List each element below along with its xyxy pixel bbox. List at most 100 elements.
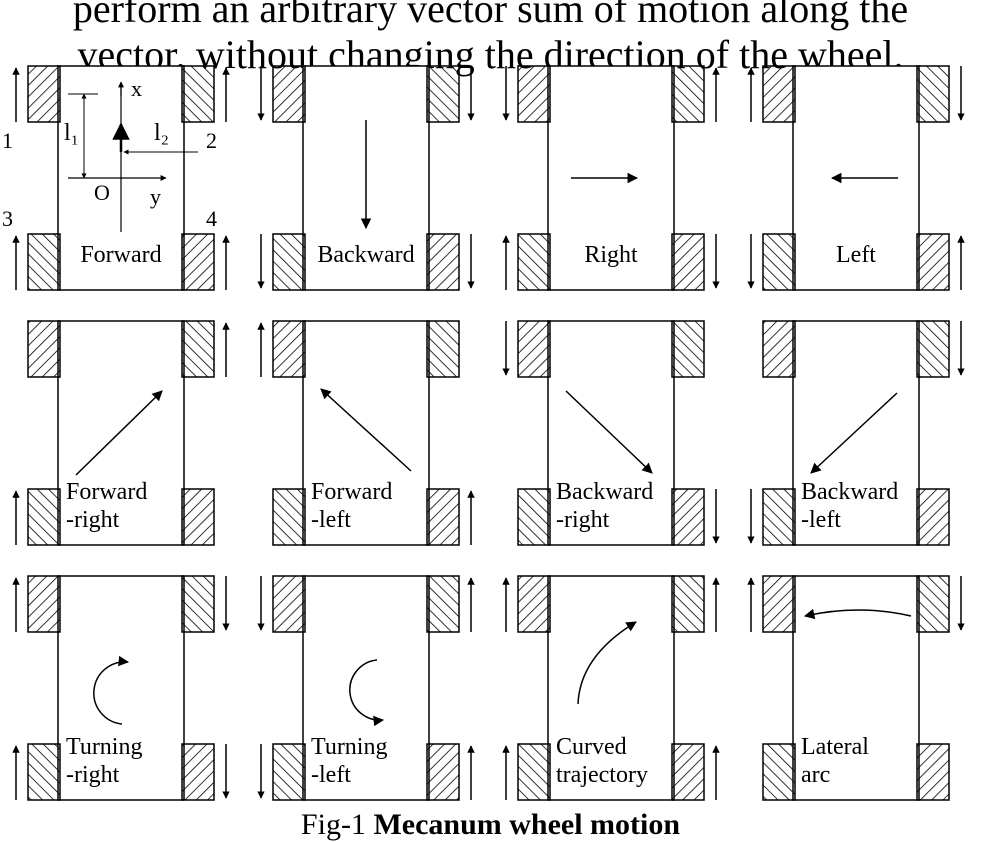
panel-label-line: -right	[66, 507, 120, 533]
wheel-rear-right	[181, 488, 215, 546]
wheel-front-left	[517, 320, 551, 378]
panel-label-line: -right	[66, 762, 120, 788]
panel-label-line: Backward	[317, 242, 414, 268]
wheel-front-right	[671, 575, 705, 633]
origin-label: O	[94, 180, 110, 205]
motion-panel: Forward-left	[257, 320, 475, 546]
wheel-front-right	[181, 575, 215, 633]
wheel-rear-right	[916, 233, 950, 291]
wheel-rear-right	[916, 488, 950, 546]
y-axis-label: y	[150, 184, 161, 209]
wheel-number-3: 3	[2, 206, 13, 231]
figure-caption: Fig-1 Mecanum wheel motion	[0, 808, 981, 842]
chassis-body	[792, 320, 920, 546]
wheel-number-1: 1	[2, 128, 13, 153]
wheel-front-left	[272, 320, 306, 378]
motion-arrow-forward-right	[75, 390, 163, 476]
wheel-number-4: 4	[206, 206, 217, 231]
wheel-rear-left	[762, 743, 796, 801]
chassis-body	[547, 575, 675, 801]
panel-label-line: Forward	[80, 242, 161, 268]
wheel-rear-right	[671, 233, 705, 291]
wheel-rear-left	[272, 743, 306, 801]
wheel-rear-left	[762, 233, 796, 291]
wheel-front-left	[762, 320, 796, 378]
wheel-front-right	[181, 320, 215, 378]
motion-panel: Backward-right	[502, 320, 720, 546]
wheel-rear-right	[181, 233, 215, 291]
wheel-front-left	[27, 65, 61, 123]
panel-label-line: arc	[801, 762, 830, 788]
panel-label-line: -left	[311, 762, 351, 788]
panel-label-line: Backward	[556, 479, 653, 505]
panel-label-line: -left	[311, 507, 351, 533]
wheel-front-right	[916, 575, 950, 633]
wheel-front-left	[517, 65, 551, 123]
panel-label-line: Left	[836, 242, 876, 268]
wheel-rear-left	[272, 488, 306, 546]
panel-label-line: Forward	[311, 479, 392, 505]
motion-panel: Left	[747, 65, 965, 291]
wheel-rear-right	[426, 488, 460, 546]
intro-text: perform an arbitrary vector sum of motio…	[0, 0, 981, 78]
panel-label-line: Turning	[311, 734, 387, 760]
panel-label-line: Backward	[801, 479, 898, 505]
wheel-rear-left	[517, 488, 551, 546]
motion-panel: Turning-right	[12, 575, 230, 801]
motion-arrow-backward-left	[810, 392, 898, 474]
chassis-body	[302, 320, 430, 546]
wheel-front-right	[671, 320, 705, 378]
wheel-front-right	[181, 65, 215, 123]
wheel-rear-left	[27, 233, 61, 291]
panel-label-line: Lateral	[801, 734, 869, 760]
wheel-rear-right	[426, 233, 460, 291]
l1-label: l₁	[64, 120, 79, 146]
wheel-rear-right	[426, 743, 460, 801]
wheel-front-left	[272, 575, 306, 633]
wheel-rear-left	[27, 743, 61, 801]
rotation-arrow-clockwise	[93, 655, 130, 725]
panel-label-line: Turning	[66, 734, 142, 760]
wheel-rear-left	[517, 743, 551, 801]
motion-panel: Right	[502, 65, 720, 291]
wheel-rear-left	[27, 488, 61, 546]
wheel-front-left	[27, 575, 61, 633]
panel-label-line: -left	[801, 507, 841, 533]
wheel-front-right	[426, 575, 460, 633]
wheel-front-right	[671, 65, 705, 123]
intro-line-1: perform an arbitrary vector sum of motio…	[72, 0, 909, 31]
wheel-rear-left	[517, 233, 551, 291]
wheel-front-right	[916, 320, 950, 378]
panel-label-line: trajectory	[556, 762, 648, 788]
chassis-body	[57, 320, 185, 546]
caption-title: Mecanum wheel motion	[373, 808, 681, 841]
motion-panel: Forward-right	[12, 320, 230, 546]
motion-panel: Backward	[257, 65, 475, 291]
wheel-front-left	[517, 575, 551, 633]
wheel-front-right	[426, 65, 460, 123]
wheel-front-left	[762, 65, 796, 123]
wheel-front-left	[27, 320, 61, 378]
wheel-rear-right	[671, 743, 705, 801]
wheel-front-right	[426, 320, 460, 378]
curved-trajectory-arrow	[577, 621, 637, 705]
wheel-front-right	[916, 65, 950, 123]
rotation-arrow-counterclockwise	[349, 659, 385, 727]
lateral-arc-arrow	[803, 608, 912, 620]
wheel-rear-left	[272, 233, 306, 291]
wheel-number-2: 2	[206, 128, 217, 153]
wheel-rear-left	[762, 488, 796, 546]
wheel-rear-right	[671, 488, 705, 546]
wheel-front-left	[272, 65, 306, 123]
wheel-rear-right	[181, 743, 215, 801]
motion-arrow-backward-right	[565, 390, 653, 474]
panel-label-line: -right	[556, 507, 610, 533]
chassis-body	[302, 575, 430, 801]
l2-label: l₂	[154, 120, 169, 146]
panel-label-line: Right	[584, 242, 638, 268]
motion-panel: Backward-left	[747, 320, 965, 546]
x-axis-label: x	[131, 76, 142, 101]
